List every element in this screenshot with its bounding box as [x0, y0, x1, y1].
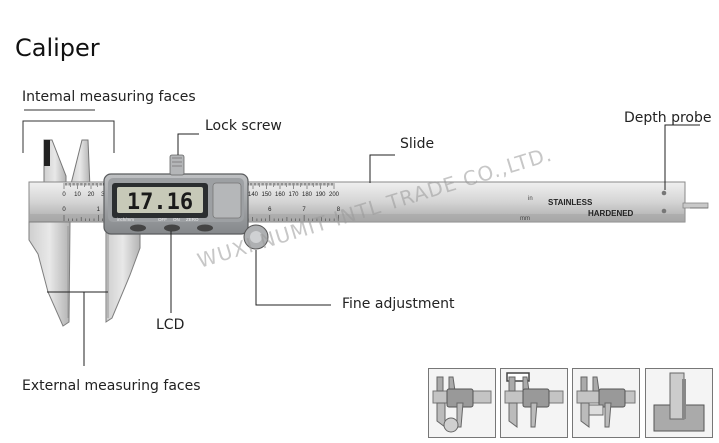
usage-thumbnail-depth: [645, 368, 713, 438]
label-fine-adjustment: Fine adjustment: [342, 296, 455, 312]
lcd-readout: 17.16: [127, 190, 193, 215]
scale-number-inch: 1: [97, 207, 101, 213]
scale-number-mm: 150: [261, 192, 272, 198]
scale-number-mm: 20: [88, 192, 95, 198]
unit-in: in: [528, 196, 533, 202]
unit-mm: mm: [520, 216, 530, 222]
scale-number-mm: 200: [329, 192, 340, 198]
label-slide: Slide: [400, 136, 435, 152]
slider-head: 17.16 inch/mm OFF ON ZERO: [103, 173, 249, 235]
scale-number-inch: 6: [268, 207, 272, 213]
scale-number-mm: 170: [288, 192, 299, 198]
usage-thumbnail-step: [572, 368, 640, 438]
lcd-screen: [117, 187, 203, 213]
on-label: ON: [173, 217, 180, 222]
label-internal-faces: Intemal measuring faces: [22, 89, 196, 105]
label-external-faces: External measuring faces: [22, 378, 201, 394]
power-button[interactable]: [164, 224, 180, 232]
unit-toggle-label: inch/mm: [117, 217, 134, 222]
scale-number-inch: 8: [337, 207, 341, 213]
fine-adjustment-wheel[interactable]: [243, 224, 269, 250]
scale-number-mm: 0: [62, 192, 66, 198]
scale-number-inch: 0: [62, 207, 66, 213]
usage-thumbnail-internal: [500, 368, 568, 438]
material-line-1: STAINLESS: [548, 198, 593, 207]
label-depth-probe: Depth probe: [624, 110, 712, 126]
zero-button[interactable]: [197, 224, 213, 232]
zero-label: ZERO: [186, 217, 199, 222]
label-lcd: LCD: [156, 317, 185, 333]
off-label: OFF: [158, 217, 167, 222]
scale-number-mm: 190: [315, 192, 326, 198]
label-lock-screw: Lock screw: [205, 118, 282, 134]
scale-number-mm: 140: [248, 192, 259, 198]
scale-number-inch: 7: [302, 207, 306, 213]
external-jaws: [28, 221, 141, 327]
lock-screw[interactable]: [169, 154, 185, 176]
scale-number-mm: 160: [275, 192, 286, 198]
material-line-2: HARDENED: [588, 209, 634, 218]
page-title: Caliper: [15, 34, 100, 62]
internal-jaws: [43, 139, 91, 189]
scale-number-mm: 180: [302, 192, 313, 198]
depth-probe: [682, 202, 709, 209]
scale-number-mm: 10: [74, 192, 81, 198]
mode-button[interactable]: [130, 224, 146, 232]
leader-lines: [47, 124, 700, 366]
usage-thumbnail-external: [428, 368, 496, 438]
internal-faces-bracket: [22, 109, 115, 153]
